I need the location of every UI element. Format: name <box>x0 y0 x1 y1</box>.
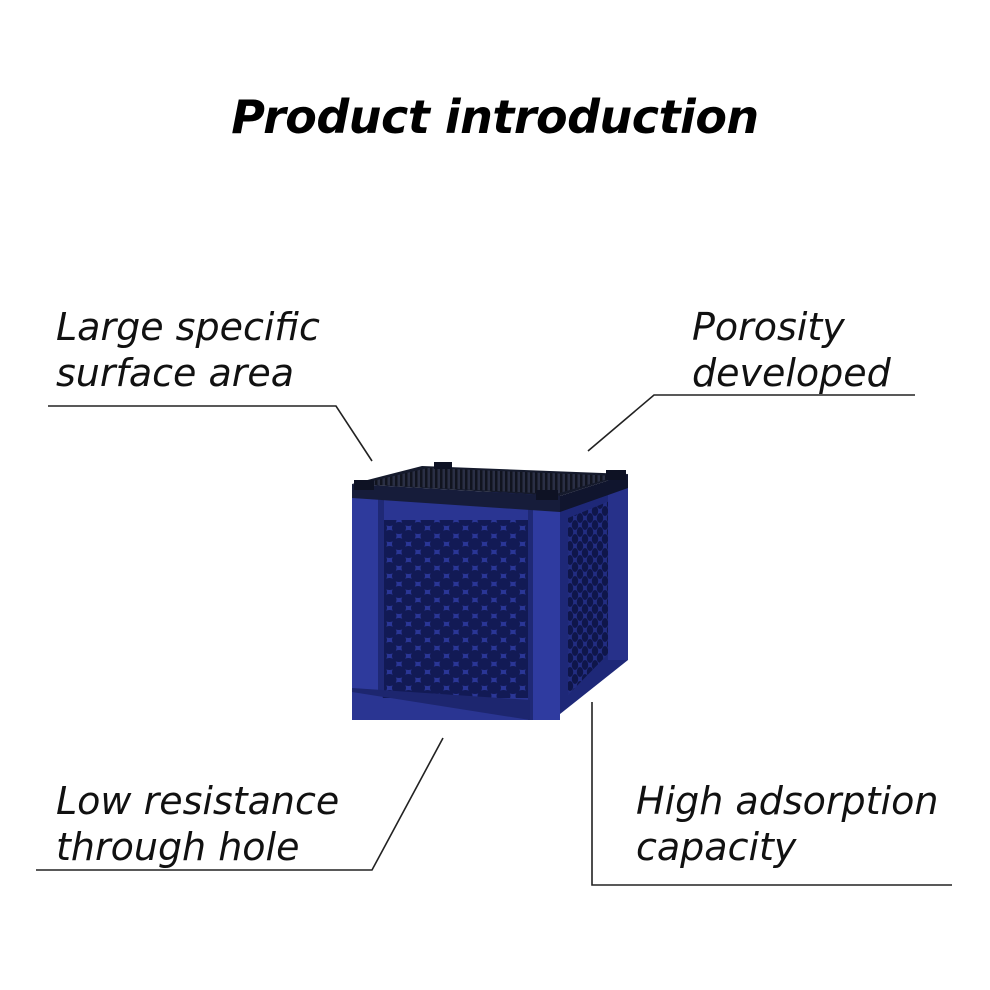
feature-line: Low resistance <box>56 779 340 823</box>
feature-porosity: Porosity developed <box>692 304 891 396</box>
feature-line: Porosity <box>692 305 845 349</box>
feature-line: High adsorption <box>636 779 939 823</box>
leader-line-bottom-left <box>36 737 444 871</box>
feature-line: capacity <box>636 825 797 869</box>
page-title: Product introduction <box>231 90 759 144</box>
leader-line-bottom-right <box>591 702 952 886</box>
leader-line-top-right <box>587 394 915 452</box>
feature-high-adsorption: High adsorption capacity <box>636 778 938 870</box>
feature-line: surface area <box>56 351 295 395</box>
feature-line: developed <box>692 351 891 395</box>
feature-line: through hole <box>56 825 300 869</box>
leader-line-top-left <box>48 405 373 462</box>
product-cube <box>352 462 628 720</box>
leader-lines <box>36 394 952 886</box>
feature-line: Large specific <box>56 305 320 349</box>
feature-low-resistance: Low resistance through hole <box>56 778 339 870</box>
feature-large-surface-area: Large specific surface area <box>56 304 320 396</box>
